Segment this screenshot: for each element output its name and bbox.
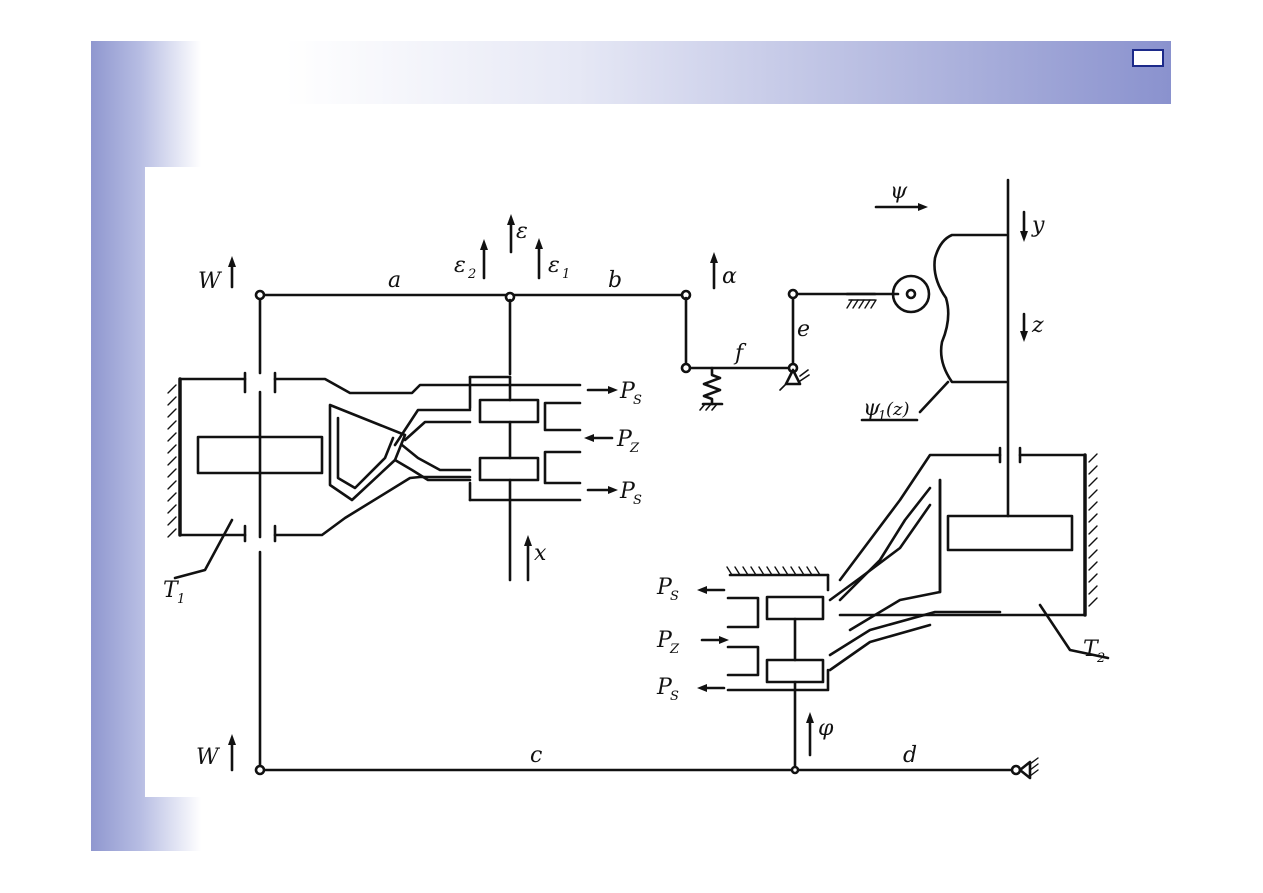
piston-t1 bbox=[196, 435, 324, 475]
spool-valve-2 bbox=[726, 566, 830, 770]
label-psi: ψ bbox=[890, 179, 908, 204]
t2-leader bbox=[1038, 603, 1110, 660]
label-f: f bbox=[733, 341, 747, 366]
label-ps-1-sub: S bbox=[633, 393, 642, 408]
label-pz-2: P bbox=[656, 628, 673, 653]
label-d: d bbox=[903, 743, 917, 768]
label-x: x bbox=[534, 541, 547, 566]
label-psi1-arg: (z) bbox=[886, 399, 910, 420]
piston-t2 bbox=[946, 514, 1074, 552]
label-ps-2-sub: S bbox=[633, 493, 642, 508]
slide-corner-box bbox=[1132, 49, 1164, 67]
top-bar-corner-fade bbox=[91, 41, 201, 104]
label-ps-1: P bbox=[619, 379, 636, 404]
cylinder-t1 bbox=[167, 371, 582, 543]
label-ps-3-sub: S bbox=[670, 589, 679, 604]
label-eps1-sub: 1 bbox=[562, 267, 570, 282]
pivot-phi bbox=[790, 765, 800, 775]
cylinder-t2 bbox=[828, 446, 1098, 672]
ground-pivot-e bbox=[784, 368, 802, 386]
label-pz-1: P bbox=[616, 427, 633, 452]
cam-roller bbox=[891, 274, 931, 314]
spool-valve-1 bbox=[468, 375, 582, 582]
pivot-w-top bbox=[254, 289, 266, 301]
top-gradient-bar bbox=[91, 41, 1171, 104]
label-psi1: ψ bbox=[863, 396, 881, 421]
label-t2: T bbox=[1083, 637, 1100, 662]
hydraulic-servo-diagram: W W a b c d e f ε ε 1 ε 2 α ψ ψ 1 (z) y … bbox=[145, 167, 1132, 797]
label-c: c bbox=[530, 743, 542, 768]
label-ps-4-sub: S bbox=[670, 689, 679, 704]
label-a: a bbox=[388, 268, 401, 293]
label-t1: T bbox=[163, 578, 180, 603]
diagram-svg: W W a b c d e f ε ε 1 ε 2 α ψ ψ 1 (z) y … bbox=[163, 178, 1110, 780]
label-eps2: ε bbox=[454, 253, 466, 278]
t1-leader bbox=[173, 518, 234, 580]
cam-profile bbox=[933, 233, 1008, 384]
label-z: z bbox=[1031, 313, 1044, 338]
label-y: y bbox=[1031, 213, 1045, 238]
label-phi: φ bbox=[818, 716, 834, 741]
pivot-w-bottom bbox=[254, 764, 266, 776]
label-pz-1-sub: Z bbox=[629, 441, 640, 456]
label-eps2-sub: 2 bbox=[467, 267, 476, 282]
label-eps1: ε bbox=[548, 253, 560, 278]
label-b: b bbox=[608, 268, 622, 293]
label-ps-2: P bbox=[619, 479, 636, 504]
label-psi1-sub: 1 bbox=[878, 409, 886, 424]
label-ps-4: P bbox=[656, 675, 673, 700]
spring bbox=[702, 366, 722, 406]
label-e: e bbox=[797, 317, 810, 342]
label-w-bottom: W bbox=[196, 745, 221, 770]
label-ps-3: P bbox=[656, 575, 673, 600]
label-t2-sub: 2 bbox=[1096, 651, 1105, 666]
label-alpha: α bbox=[722, 264, 737, 289]
label-eps: ε bbox=[516, 219, 528, 244]
label-w-top: W bbox=[198, 269, 223, 294]
label-t1-sub: 1 bbox=[177, 592, 185, 607]
psi1-leader bbox=[918, 380, 950, 414]
passage-1 bbox=[393, 408, 472, 447]
label-pz-2-sub: Z bbox=[669, 642, 680, 657]
slide: W W a b c d e f ε ε 1 ε 2 α ψ ψ 1 (z) y … bbox=[91, 41, 1171, 851]
ground-pivot-d bbox=[1018, 760, 1032, 780]
